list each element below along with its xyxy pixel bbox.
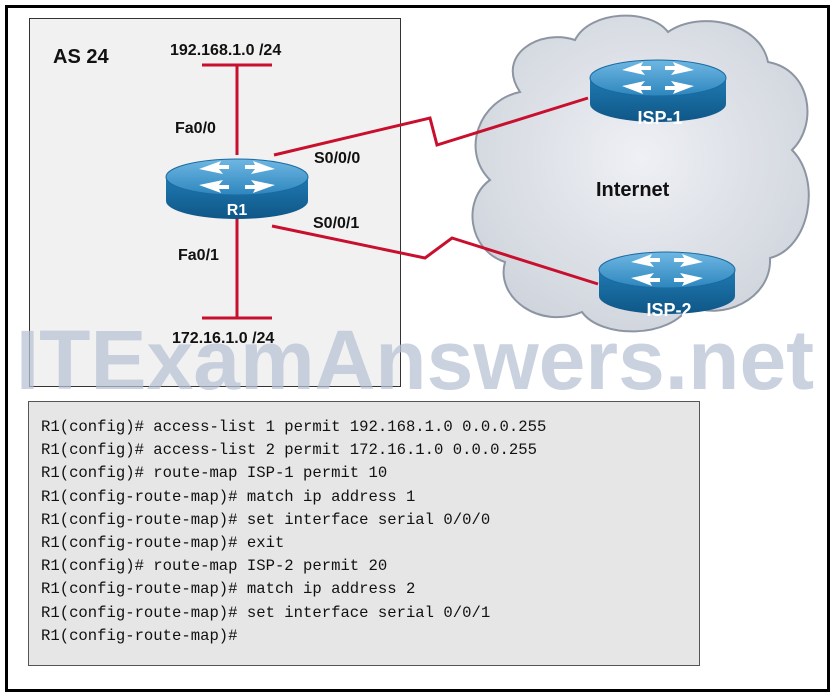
cli-line: R1(config)# access-list 1 permit 192.168… — [41, 416, 699, 439]
router-r1-label: R1 — [227, 202, 248, 219]
as-label: AS 24 — [53, 46, 109, 68]
cli-line: R1(config)# route-map ISP-2 permit 20 — [41, 555, 699, 578]
cli-line: R1(config)# route-map ISP-1 permit 10 — [41, 462, 699, 485]
cli-line: R1(config-route-map)# — [41, 625, 699, 648]
cli-line: R1(config-route-map)# set interface seri… — [41, 509, 699, 532]
router-isp2-label: ISP-2 — [646, 300, 691, 320]
interface-fa00-label: Fa0/0 — [175, 120, 216, 137]
interface-s000-label: S0/0/0 — [314, 150, 360, 167]
router-isp1-label: ISP-1 — [637, 108, 682, 128]
cli-line: R1(config)# access-list 2 permit 172.16.… — [41, 439, 699, 462]
lan-bottom-label: 172.16.1.0 /24 — [172, 330, 274, 347]
network-topology-diagram: AS 24 192.168.1.0 /24 Fa0/0 S0/0/0 S0/0/… — [0, 0, 835, 400]
internet-label: Internet — [596, 179, 670, 201]
cli-config-panel: R1(config)# access-list 1 permit 192.168… — [28, 401, 700, 666]
lan-segment-top — [202, 65, 272, 155]
lan-top-label: 192.168.1.0 /24 — [170, 42, 281, 59]
interface-fa01-label: Fa0/1 — [178, 247, 219, 264]
cli-line: R1(config-route-map)# match ip address 2 — [41, 578, 699, 601]
cli-line: R1(config-route-map)# match ip address 1 — [41, 486, 699, 509]
lan-segment-bottom — [202, 218, 272, 318]
interface-s001-label: S0/0/1 — [313, 215, 359, 232]
cli-line: R1(config-route-map)# set interface seri… — [41, 602, 699, 625]
cli-line: R1(config-route-map)# exit — [41, 532, 699, 555]
